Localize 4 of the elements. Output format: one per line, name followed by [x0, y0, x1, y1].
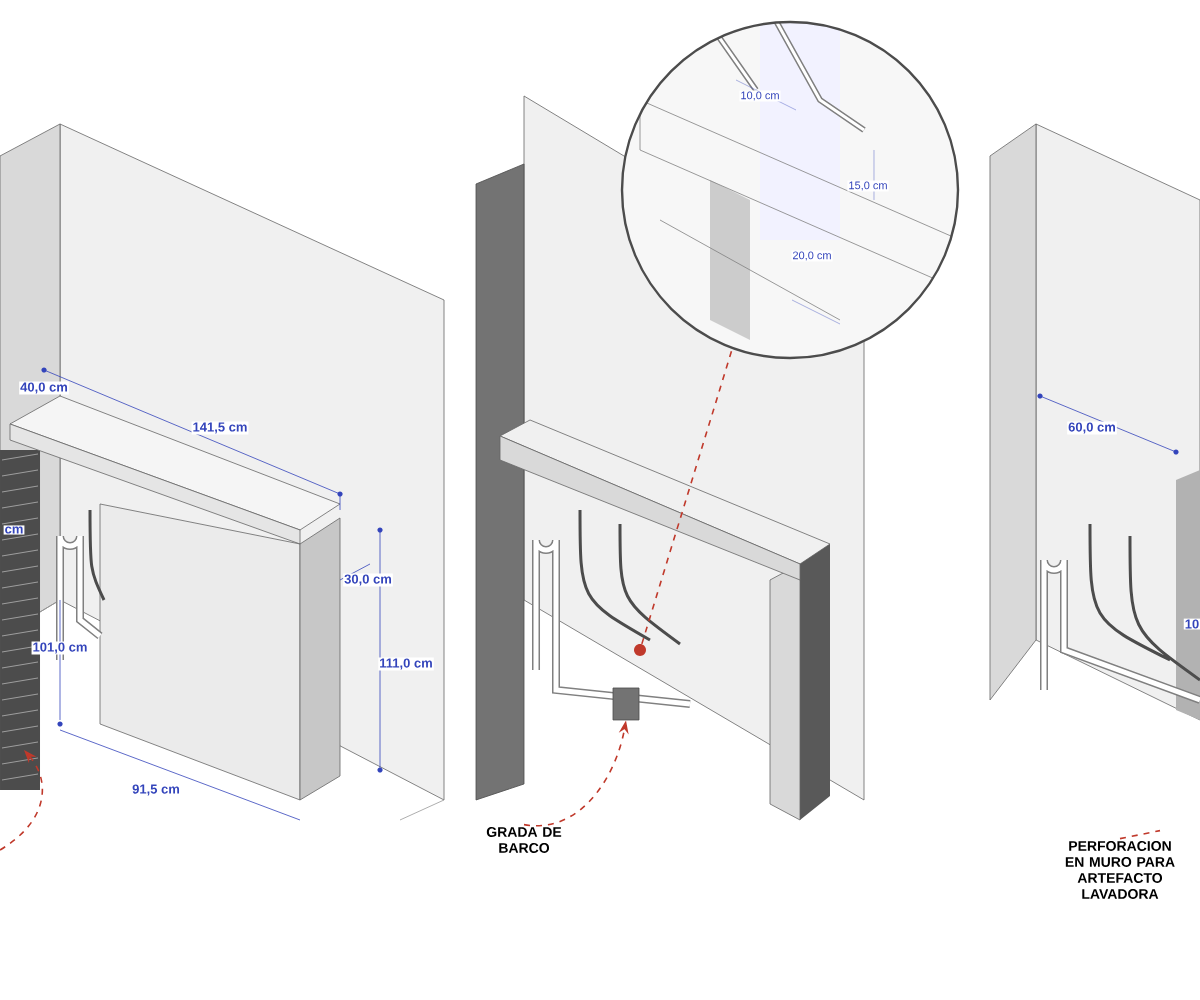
step-block: [612, 687, 640, 721]
leader-line: [641, 348, 733, 645]
magnifier-circle: [620, 20, 960, 360]
leader-line: [1119, 829, 1161, 840]
